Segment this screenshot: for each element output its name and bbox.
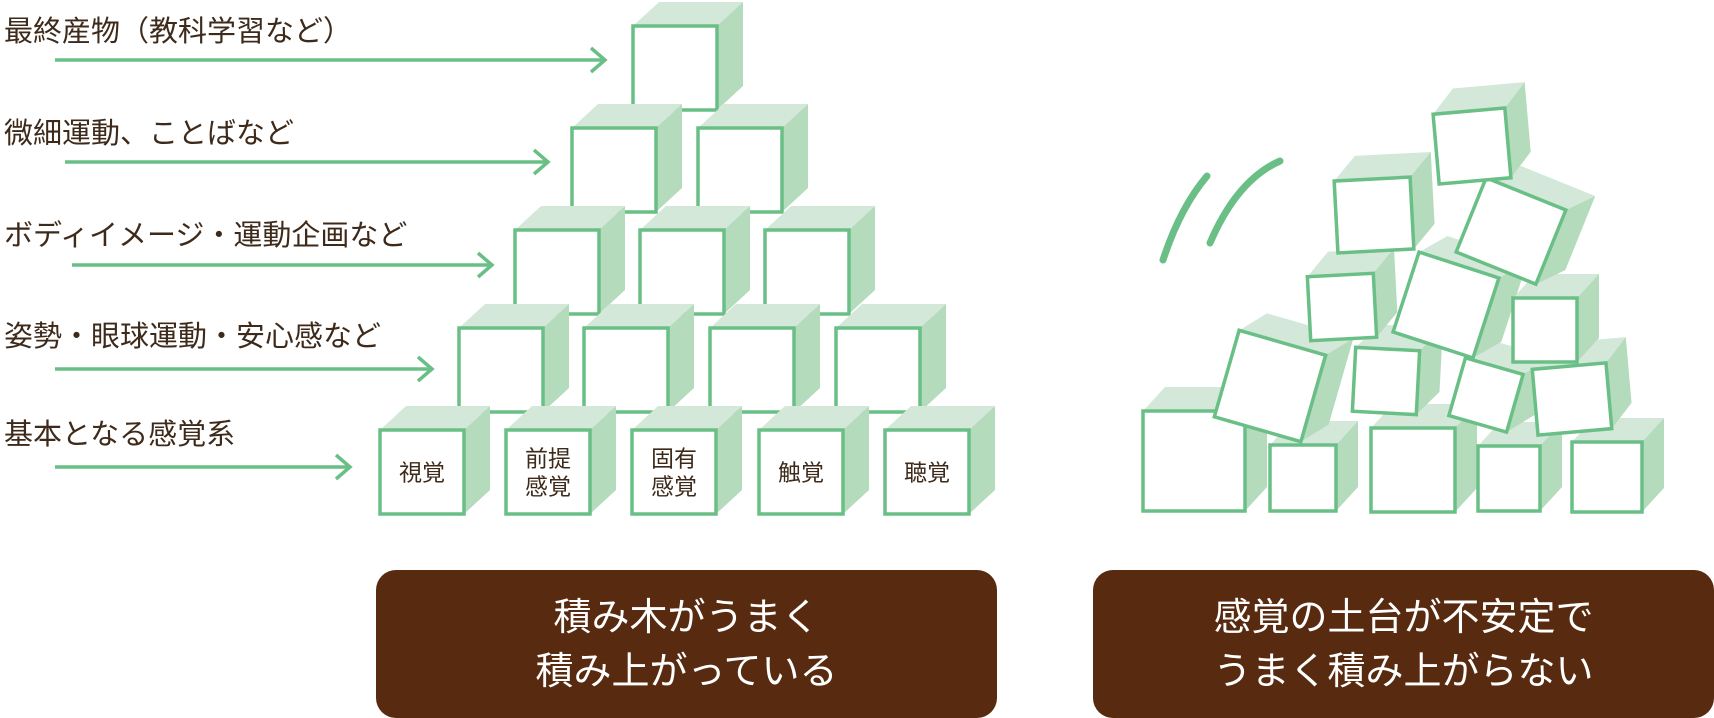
pyramid-block-r4-c3 bbox=[708, 304, 820, 414]
pyramid-block-r2-c1 bbox=[570, 104, 682, 214]
pyramid-block-r5-c3 bbox=[630, 406, 742, 516]
pyramid-block-r1-c1 bbox=[631, 2, 743, 112]
caption-stable-line1: 積み木がうまく bbox=[553, 595, 820, 639]
base-block-label-2-2: 感覚 bbox=[525, 475, 571, 501]
arrow-2 bbox=[65, 148, 551, 176]
pyramid-block-r4-c4 bbox=[834, 304, 946, 414]
pile-block-14 bbox=[1453, 163, 1596, 287]
caption-unstable-line2: うまく積み上がらない bbox=[1213, 649, 1594, 693]
caption-stable-stack: 積み木がうまく 積み上がっている bbox=[376, 570, 997, 718]
caption-unstable-line1: 感覚の土台が不安定で bbox=[1213, 595, 1594, 639]
pile-block-6 bbox=[1212, 313, 1354, 444]
arrow-4 bbox=[55, 355, 435, 383]
wobble-motion-lines bbox=[1159, 157, 1284, 264]
base-block-label-5-1: 聴覚 bbox=[904, 461, 950, 487]
level-label-posture: 姿勢・眼球運動・安心感など bbox=[4, 319, 382, 353]
base-block-label-4-1: 触覚 bbox=[778, 461, 824, 487]
level-label-fine-motor: 微細運動、ことばなど bbox=[4, 116, 295, 150]
arrow-3 bbox=[72, 251, 495, 279]
caption-unstable-stack: 感覚の土台が不安定で うまく積み上がらない bbox=[1093, 570, 1714, 718]
base-block-label-1-1: 視覚 bbox=[399, 461, 445, 487]
pyramid-block-r4-c1 bbox=[457, 304, 569, 414]
pyramid-block-r5-c1 bbox=[378, 406, 490, 516]
pile-block-13 bbox=[1332, 151, 1435, 255]
pile-block-9 bbox=[1530, 337, 1632, 437]
arrow-1 bbox=[55, 46, 608, 74]
pyramid-block-r4-c2 bbox=[582, 304, 694, 414]
base-block-label-2-1: 前提 bbox=[525, 447, 571, 473]
level-label-final-product: 最終産物（教科学習など） bbox=[4, 14, 353, 48]
pile-block-4 bbox=[1476, 422, 1562, 513]
pyramid-block-r3-c1 bbox=[513, 206, 625, 316]
pile-block-10 bbox=[1305, 248, 1398, 343]
pile-block-12 bbox=[1511, 274, 1599, 364]
pyramid-block-r3-c3 bbox=[763, 206, 875, 316]
pile-block-15 bbox=[1431, 82, 1531, 186]
pyramid-block-r3-c2 bbox=[638, 206, 750, 316]
level-label-body-image: ボディイメージ・運動企画など bbox=[4, 218, 408, 252]
caption-stable-line2: 積み上がっている bbox=[535, 649, 838, 693]
pyramid-block-r5-c4 bbox=[757, 406, 869, 516]
level-label-basic-senses: 基本となる感覚系 bbox=[4, 417, 236, 451]
arrow-5 bbox=[55, 453, 353, 481]
base-block-label-3-1: 固有 bbox=[651, 447, 697, 473]
pyramid-block-r5-c5 bbox=[883, 406, 995, 516]
base-block-label-3-2: 感覚 bbox=[651, 475, 697, 501]
pile-block-5 bbox=[1570, 418, 1664, 514]
pyramid-block-r2-c2 bbox=[696, 104, 808, 214]
pyramid-block-r5-c2 bbox=[504, 406, 616, 516]
